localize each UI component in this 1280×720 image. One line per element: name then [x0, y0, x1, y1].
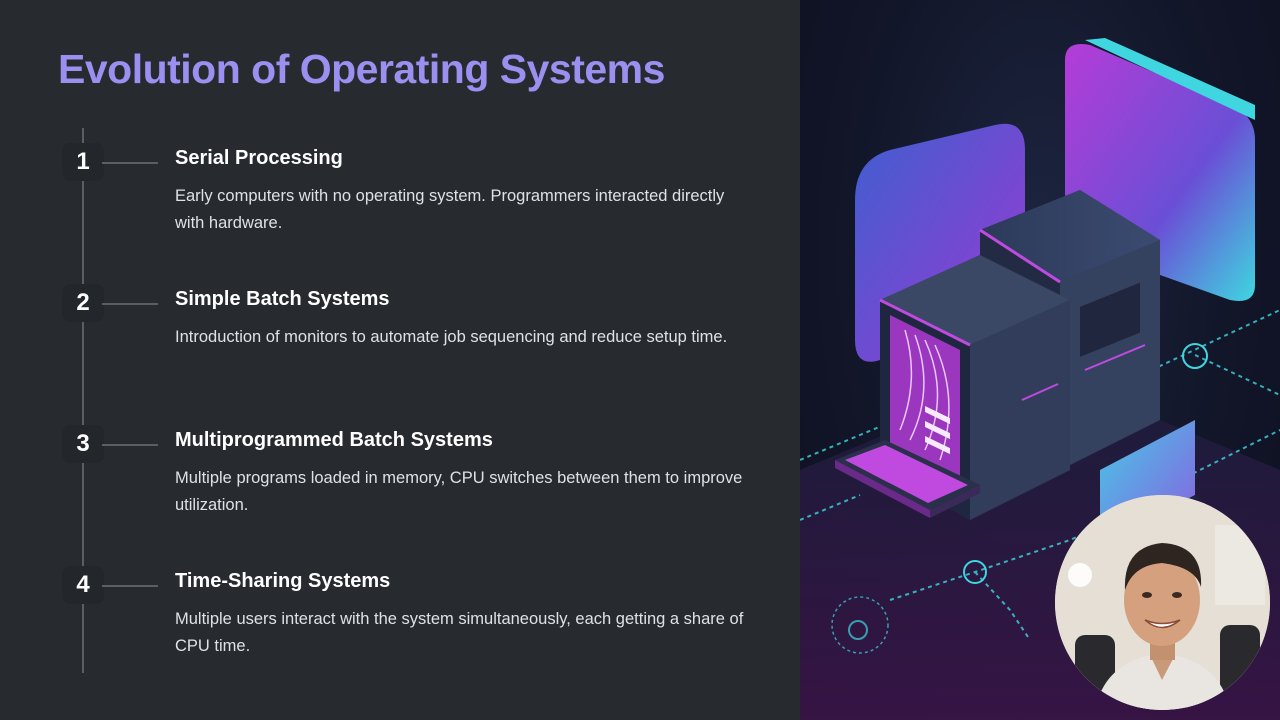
step-number-badge: 3	[62, 425, 104, 463]
step-number-badge: 4	[62, 566, 104, 604]
timeline-line	[82, 128, 84, 673]
step-description: Multiple users interact with the system …	[175, 610, 744, 655]
timeline-step-1: 1 Serial Processing Early computers with…	[62, 143, 762, 263]
step-number-badge: 2	[62, 284, 104, 322]
presenter-webcam-icon	[1055, 495, 1270, 710]
timeline-step-4: 4 Time-Sharing Systems Multiple users in…	[62, 566, 762, 686]
page-title: Evolution of Operating Systems	[58, 46, 665, 92]
step-title: Time-Sharing Systems	[175, 570, 391, 592]
step-number-badge: 1	[62, 143, 104, 181]
step-connector	[102, 303, 158, 305]
step-description: Multiple programs loaded in memory, CPU …	[175, 469, 743, 514]
step-connector	[102, 585, 158, 587]
step-connector	[102, 444, 158, 446]
step-title: Simple Batch Systems	[175, 288, 390, 310]
content-panel: Evolution of Operating Systems 1 Serial …	[58, 46, 762, 686]
server-computer-illustration-icon	[800, 38, 1280, 720]
timeline-step-3: 3 Multiprogrammed Batch Systems Multiple…	[62, 425, 762, 545]
step-description: Introduction of monitors to automate job…	[175, 328, 728, 346]
timeline-step-2: 2 Simple Batch Systems Introduction of m…	[62, 284, 762, 404]
step-title: Serial Processing	[175, 147, 343, 169]
step-title: Multiprogrammed Batch Systems	[175, 429, 493, 451]
step-connector	[102, 162, 158, 164]
step-description: Early computers with no operating system…	[175, 187, 725, 232]
